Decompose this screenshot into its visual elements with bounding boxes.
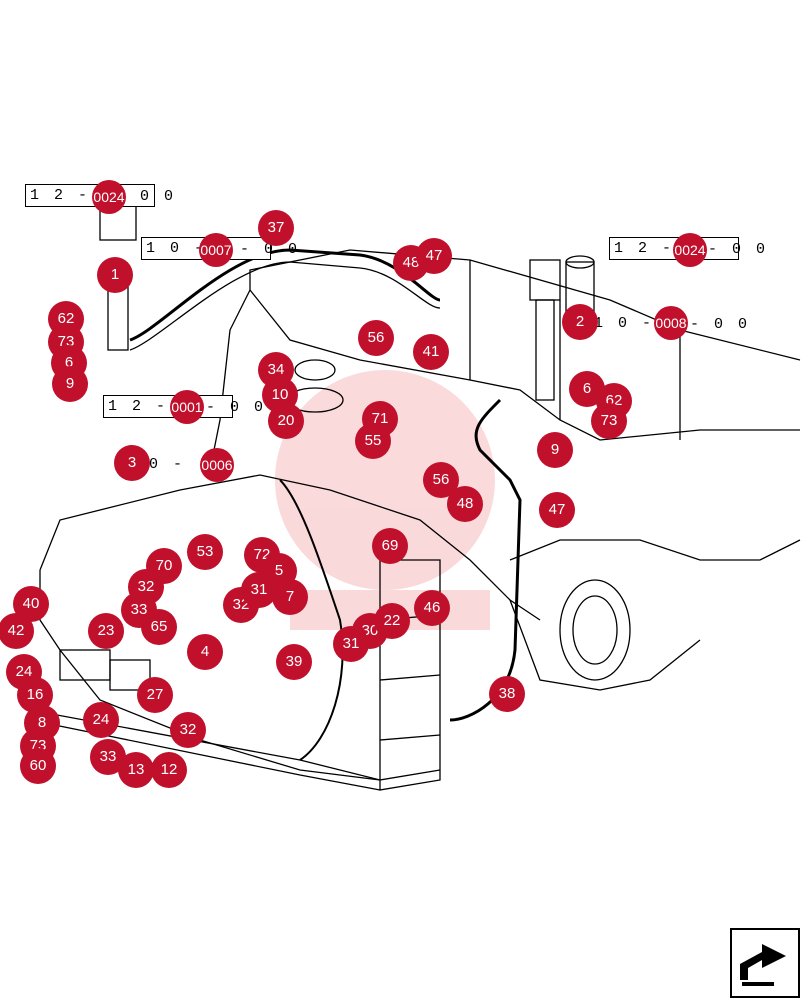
- part-callout[interactable]: 12: [151, 752, 187, 788]
- reference-code-badge[interactable]: 0007: [199, 233, 233, 267]
- part-callout[interactable]: 53: [187, 534, 223, 570]
- reference-tail: - 0 0: [708, 241, 769, 258]
- part-callout[interactable]: 37: [258, 210, 294, 246]
- part-callout[interactable]: 47: [416, 238, 452, 274]
- reference-code-badge[interactable]: 0008: [654, 306, 688, 340]
- part-callout[interactable]: 4: [187, 634, 223, 670]
- part-callout[interactable]: 22: [374, 603, 410, 639]
- reference-tail: - 0 0: [240, 241, 301, 258]
- part-callout[interactable]: 69: [372, 528, 408, 564]
- reference-tail: - 0 0: [116, 188, 177, 205]
- part-callout[interactable]: 41: [413, 334, 449, 370]
- reference-prefix: 1 2 -: [30, 187, 91, 204]
- part-callout[interactable]: 38: [489, 676, 525, 712]
- part-callout[interactable]: 55: [355, 423, 391, 459]
- reference-prefix: 1 0 -: [594, 315, 655, 332]
- reference-prefix: 1 2 -: [614, 240, 675, 257]
- part-callout[interactable]: 9: [537, 432, 573, 468]
- part-callout[interactable]: 70: [146, 548, 182, 584]
- part-callout[interactable]: 60: [20, 748, 56, 784]
- part-callout[interactable]: 9: [52, 366, 88, 402]
- part-callout[interactable]: 31: [333, 626, 369, 662]
- part-callout[interactable]: 2: [562, 304, 598, 340]
- part-callout[interactable]: 1: [97, 257, 133, 293]
- reference-box-10-0006[interactable]: 0 - 0006: [145, 454, 249, 475]
- reference-code-badge[interactable]: 0006: [200, 448, 234, 482]
- reference-code-badge[interactable]: 0024: [92, 180, 126, 214]
- reference-code-badge[interactable]: 0024: [673, 233, 707, 267]
- part-callout[interactable]: 31: [241, 572, 277, 608]
- part-callout[interactable]: 3: [114, 445, 150, 481]
- part-callout[interactable]: 13: [118, 752, 154, 788]
- part-callout[interactable]: 65: [141, 609, 177, 645]
- reference-prefix: 1 0 -: [146, 240, 207, 257]
- reference-tail: - 0 0: [690, 316, 751, 333]
- part-callout[interactable]: 73: [591, 403, 627, 439]
- reference-box-10-0008[interactable]: 1 0 - 0008: [590, 313, 718, 334]
- reference-prefix: 0 -: [149, 456, 186, 473]
- part-callout[interactable]: 24: [83, 702, 119, 738]
- part-callout[interactable]: 23: [88, 613, 124, 649]
- part-callout[interactable]: 48: [447, 486, 483, 522]
- part-callout[interactable]: 27: [137, 677, 173, 713]
- part-callout[interactable]: 46: [414, 590, 450, 626]
- part-callout[interactable]: 47: [539, 492, 575, 528]
- part-callout[interactable]: 20: [268, 403, 304, 439]
- part-callout[interactable]: 5: [261, 553, 297, 589]
- part-callout[interactable]: 56: [358, 320, 394, 356]
- part-callout[interactable]: 39: [276, 644, 312, 680]
- part-callout[interactable]: 42: [0, 613, 34, 649]
- reference-code-badge[interactable]: 0001: [170, 390, 204, 424]
- part-callout[interactable]: 32: [170, 712, 206, 748]
- reference-prefix: 1 2 -: [108, 398, 169, 415]
- next-page-button[interactable]: [730, 928, 800, 998]
- arrow-icon: [740, 944, 786, 986]
- part-callout[interactable]: 24: [6, 654, 42, 690]
- reference-tail: - 0 0: [206, 399, 267, 416]
